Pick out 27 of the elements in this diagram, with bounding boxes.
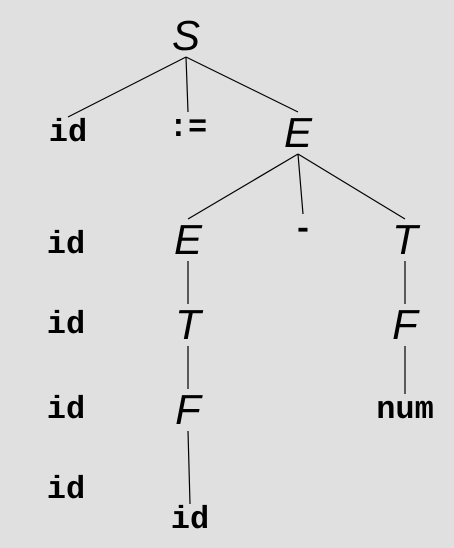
tree-branch	[404, 346, 406, 394]
tree-branch	[186, 56, 298, 113]
tree-branch	[188, 153, 298, 220]
tree-branch	[187, 261, 189, 304]
tree-branch	[298, 153, 406, 220]
nonterminal-symbol: F	[175, 389, 201, 431]
tree-branch	[187, 430, 191, 504]
nonterminal-symbol: T	[175, 304, 201, 346]
token-label: id	[46, 229, 86, 261]
token-label: id	[46, 394, 86, 426]
nonterminal-symbol: F	[392, 304, 418, 346]
terminal-symbol: -	[293, 214, 313, 246]
tree-branch	[297, 154, 304, 214]
tree-branch	[404, 261, 406, 304]
tree-branch	[185, 56, 189, 112]
terminal-symbol: :=	[168, 112, 208, 144]
tree-branch	[68, 56, 186, 118]
tree-branch	[187, 346, 189, 389]
nonterminal-symbol: E	[284, 112, 312, 154]
nonterminal-symbol: E	[174, 219, 202, 261]
nonterminal-symbol: T	[392, 219, 418, 261]
terminal-symbol: num	[376, 394, 434, 426]
token-label: id	[46, 474, 86, 506]
nonterminal-symbol: S	[172, 15, 200, 57]
terminal-symbol: id	[48, 117, 88, 149]
terminal-symbol: id	[170, 504, 210, 536]
token-label: id	[46, 309, 86, 341]
